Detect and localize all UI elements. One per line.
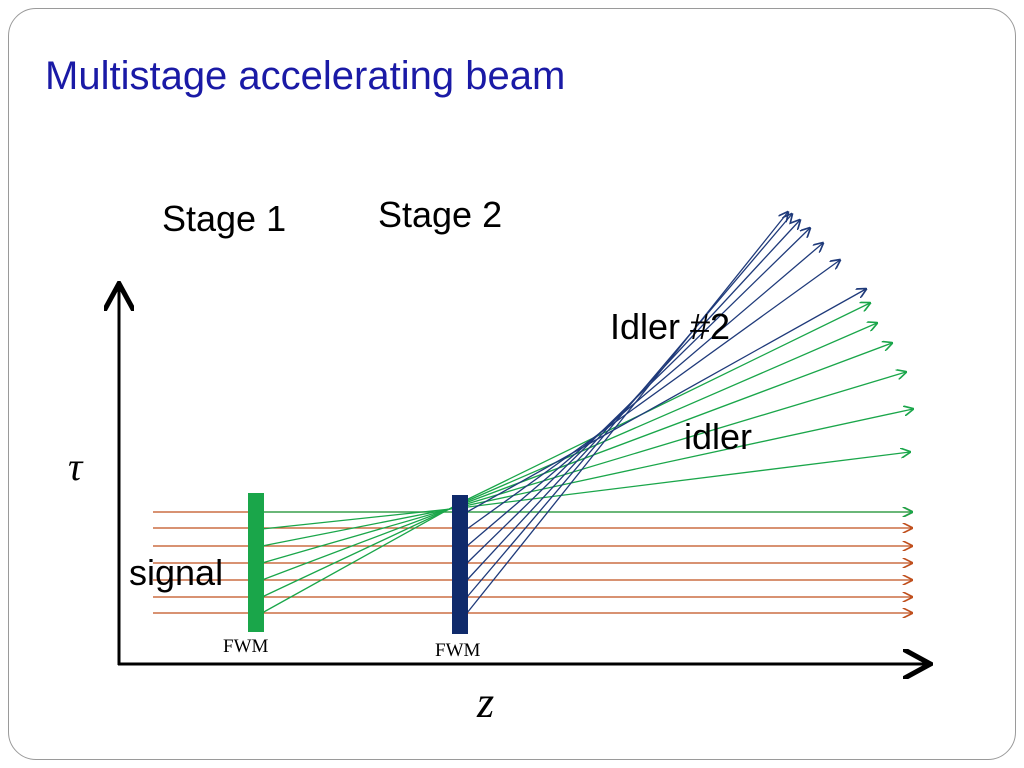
- stage2-crystal: [452, 495, 468, 634]
- idler-beam: [261, 323, 877, 598]
- signal-label: signal: [129, 552, 223, 593]
- idler2-beam: [466, 243, 823, 547]
- y-axis-label: τ: [68, 444, 84, 489]
- idler-beams: [261, 303, 913, 614]
- stage2-label: Stage 2: [378, 194, 502, 235]
- slide-frame: [8, 8, 1016, 760]
- stage1-crystal-label: FWM: [223, 636, 269, 657]
- stage2-crystal-label: FWM: [435, 640, 481, 661]
- stage1-label: Stage 1: [162, 198, 286, 239]
- idler2-beam: [466, 214, 792, 598]
- x-axis-label: z: [476, 678, 494, 727]
- idler2-beam: [466, 260, 840, 530]
- idler2-beams: [466, 212, 866, 614]
- slide-title: Multistage accelerating beam: [45, 54, 566, 98]
- idler2-label: Idler #2: [610, 306, 730, 347]
- idler-label: idler: [684, 416, 752, 457]
- signal-beams: [153, 512, 912, 613]
- idler2-beam: [466, 289, 866, 513]
- idler2-beam: [466, 212, 788, 614]
- idler-beam: [261, 409, 913, 547]
- stage1-crystal: [248, 493, 264, 632]
